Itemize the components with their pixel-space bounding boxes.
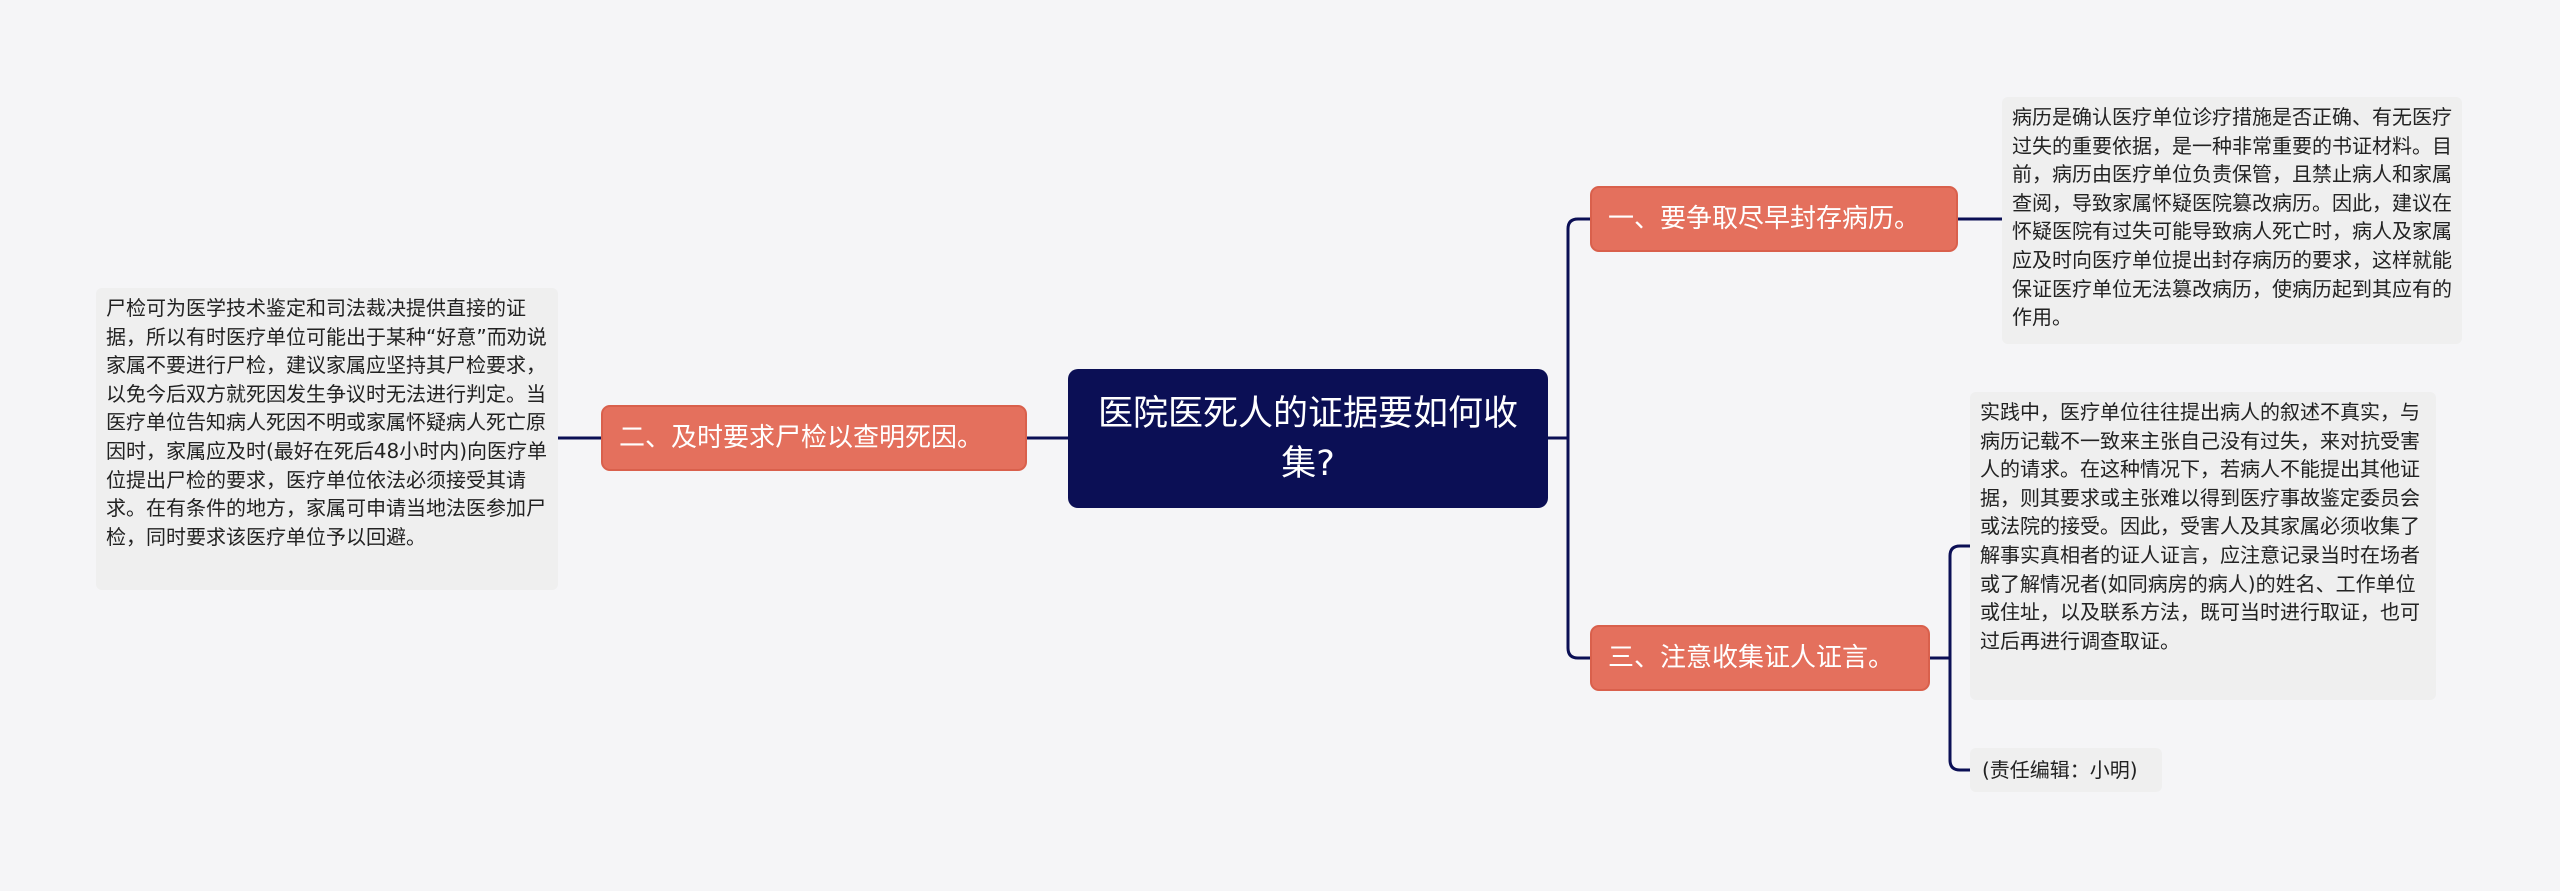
connector-root-b3 (1566, 438, 1590, 660)
branch-3-label: 三、注意收集证人证言。 (1608, 643, 1895, 673)
leaf-2-text: 尸检可为医学技术鉴定和司法裁决提供直接的证据，所以有时医疗单位可能出于某种“好意… (106, 296, 548, 549)
branch-2[interactable]: 二、及时要求尸检以查明死因。 (601, 405, 1027, 471)
root-topic-label: 医院医死人的证据要如何收集? (1097, 393, 1518, 484)
leaf-2-detail[interactable]: 尸检可为医学技术鉴定和司法裁决提供直接的证据，所以有时医疗单位可能出于某种“好意… (96, 288, 558, 590)
root-topic[interactable]: 医院医死人的证据要如何收集? (1068, 369, 1548, 508)
leaf-editor-note[interactable]: (责任编辑：小明) (1970, 748, 2162, 792)
branch-2-label: 二、及时要求尸检以查明死因。 (619, 423, 984, 453)
leaf-1-detail[interactable]: 病历是确认医疗单位诊疗措施是否正确、有无医疗过失的重要依据，是一种非常重要的书证… (2002, 97, 2462, 344)
leaf-editor-text: (责任编辑：小明) (1982, 758, 2138, 782)
branch-1-label: 一、要争取尽早封存病历。 (1608, 204, 1921, 234)
connector-b3-l3 (1930, 544, 1970, 660)
branch-1[interactable]: 一、要争取尽早封存病历。 (1590, 186, 1958, 252)
leaf-3-text: 实践中，医疗单位往往提出病人的叙述不真实，与病历记载不一致来主张自己没有过失，来… (1980, 400, 2420, 653)
connector-root-b1 (1548, 217, 1590, 440)
branch-3[interactable]: 三、注意收集证人证言。 (1590, 625, 1930, 691)
leaf-1-text: 病历是确认医疗单位诊疗措施是否正确、有无医疗过失的重要依据，是一种非常重要的书证… (2012, 105, 2452, 330)
connector-b3-l4 (1948, 658, 1970, 772)
leaf-3-detail[interactable]: 实践中，医疗单位往往提出病人的叙述不真实，与病历记载不一致来主张自己没有过失，来… (1970, 392, 2436, 700)
